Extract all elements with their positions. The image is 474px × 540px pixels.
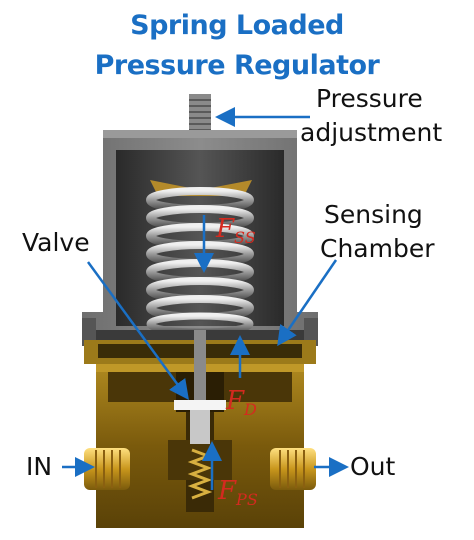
label-outlet: Out xyxy=(350,452,396,481)
valve-seat xyxy=(174,400,226,410)
valve-poppet xyxy=(190,410,210,444)
title-line-1: Spring Loaded xyxy=(130,10,344,41)
diaphragm-clamp-right xyxy=(304,318,318,346)
title-line-2: Pressure Regulator xyxy=(94,50,380,81)
force-label-diaphragm: FD xyxy=(226,386,257,420)
force-label-poppet-spring: FPS xyxy=(218,476,258,510)
diaphragm-clamp-left xyxy=(82,318,96,346)
force-label-spring: FSS xyxy=(216,214,256,248)
label-valve: Valve xyxy=(22,228,90,257)
label-adjustment: adjustment xyxy=(300,118,443,147)
inlet-port xyxy=(84,448,130,490)
arrow-valve xyxy=(86,261,189,401)
label-pressure: Pressure xyxy=(316,84,423,113)
label-inlet: IN xyxy=(26,452,53,481)
outlet-port xyxy=(270,448,316,490)
label-chamber: Chamber xyxy=(320,234,435,263)
label-sensing: Sensing xyxy=(324,200,423,229)
valve-stem xyxy=(194,330,206,410)
arrow-sensing-chamber xyxy=(277,259,338,347)
